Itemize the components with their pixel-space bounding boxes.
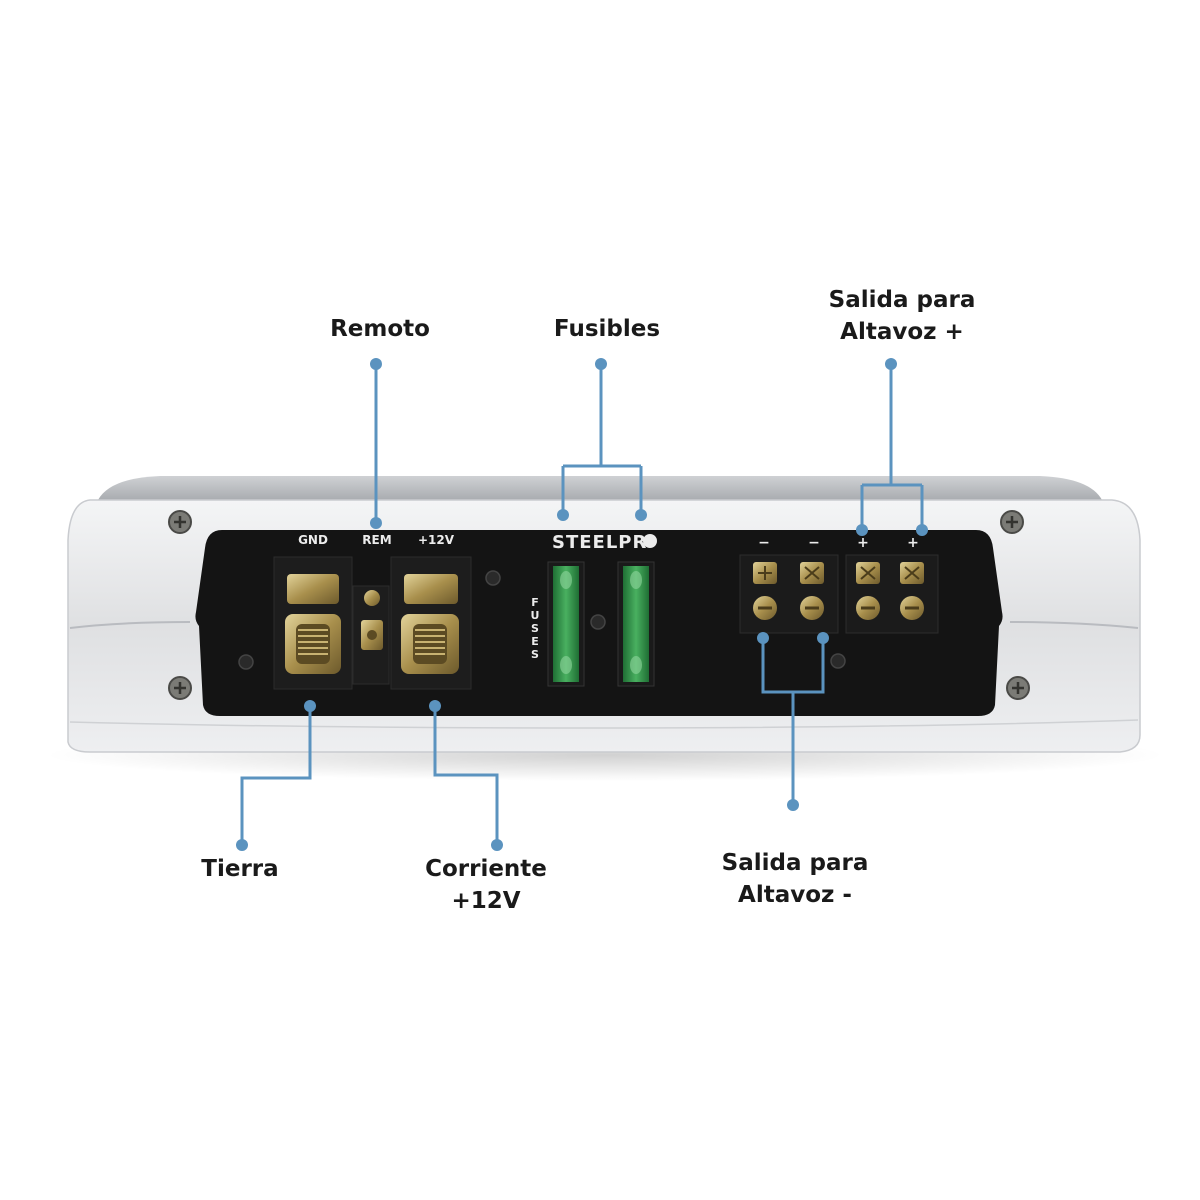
svg-text:E: E bbox=[531, 635, 539, 648]
salida-negativa-line1: Salida para bbox=[721, 850, 869, 876]
brand-logo-o bbox=[643, 534, 657, 548]
rem-label: REM bbox=[362, 533, 391, 547]
callout-dots bbox=[236, 358, 928, 851]
corriente-label: Corriente +12V bbox=[406, 853, 566, 917]
fuse-right bbox=[617, 561, 655, 687]
tierra-label: Tierra bbox=[201, 856, 279, 882]
amplifier-top bbox=[98, 476, 1102, 500]
salida-positiva-line2: Altavoz + bbox=[840, 319, 964, 345]
svg-text:U: U bbox=[531, 609, 540, 622]
minus-mark-2: − bbox=[808, 535, 820, 551]
v12-terminal bbox=[401, 574, 459, 674]
salida-negativa-line2: Altavoz - bbox=[738, 882, 852, 908]
salida-positiva-line1: Salida para bbox=[828, 287, 976, 313]
svg-text:F: F bbox=[531, 596, 539, 609]
svg-text:S: S bbox=[531, 648, 539, 661]
housing-seam bbox=[69, 621, 1139, 629]
housing-bottom-lip bbox=[69, 719, 1139, 729]
plus-mark-1: + bbox=[857, 535, 869, 551]
svg-text:S: S bbox=[531, 622, 539, 635]
speaker-terminals bbox=[753, 562, 924, 620]
corriente-line1: Corriente bbox=[425, 856, 547, 882]
plus-mark-2: + bbox=[907, 535, 919, 551]
remoto-label: Remoto bbox=[330, 316, 430, 342]
rem-terminal bbox=[361, 590, 383, 650]
callout-lines bbox=[240, 364, 924, 845]
fuses-vertical-label: F U S E S bbox=[531, 596, 540, 661]
salida-negativa-label: Salida para Altavoz - bbox=[695, 847, 895, 911]
fuse-left bbox=[547, 561, 585, 687]
gnd-terminal bbox=[285, 574, 341, 674]
brand-logo: STEELPR bbox=[552, 532, 647, 553]
minus-mark-1: − bbox=[758, 535, 770, 551]
gnd-label: GND bbox=[298, 533, 328, 547]
corriente-line2: +12V bbox=[451, 888, 521, 914]
salida-positiva-label: Salida para Altavoz + bbox=[802, 284, 1002, 348]
fusibles-label: Fusibles bbox=[553, 316, 661, 342]
v12-label: +12V bbox=[418, 533, 455, 547]
